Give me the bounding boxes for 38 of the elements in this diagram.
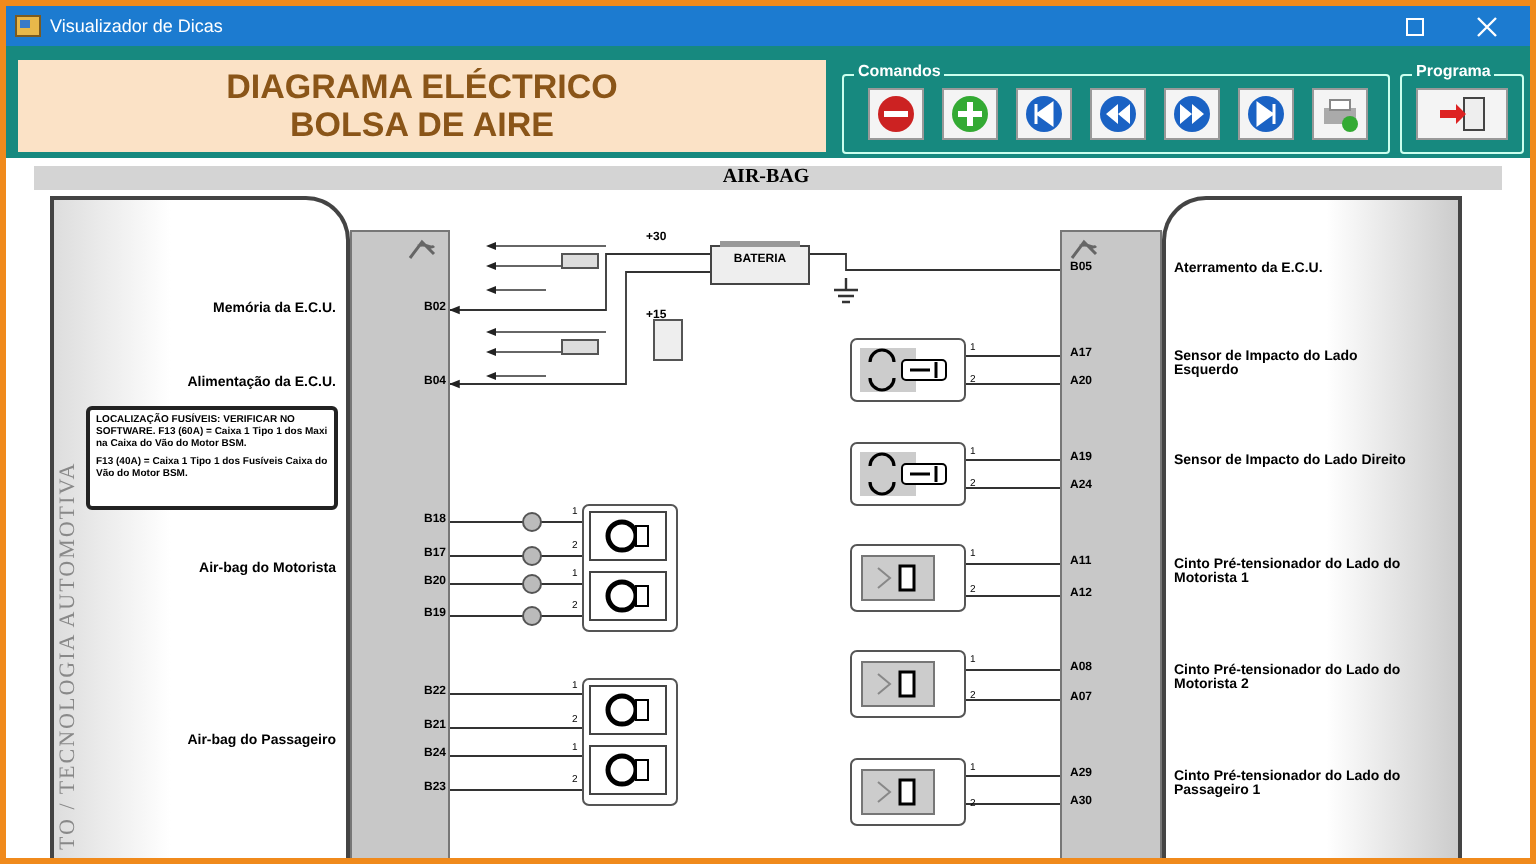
wire	[965, 803, 1061, 805]
wire	[449, 727, 583, 729]
battery-symbol	[710, 240, 810, 286]
wire	[449, 789, 583, 791]
wire	[965, 699, 1061, 701]
wire	[448, 253, 711, 315]
wire	[449, 755, 583, 757]
impact-sensor-drawing	[850, 442, 966, 506]
wire	[965, 355, 1061, 357]
wire	[449, 583, 583, 585]
pretensioner-drawing	[850, 650, 966, 718]
wire	[449, 693, 583, 695]
wire	[965, 487, 1061, 489]
connector-block	[350, 230, 450, 858]
connector-block	[1060, 230, 1162, 858]
wire	[965, 775, 1061, 777]
section-header: AIR-BAG	[720, 166, 812, 188]
wire	[965, 459, 1061, 461]
wire	[965, 563, 1061, 565]
wire	[448, 271, 711, 389]
diagram-title: DIAGRAMA ELÉCTRICO BOLSA DE AIRE	[18, 60, 826, 152]
wire	[449, 521, 583, 523]
pretensioner-drawing	[850, 544, 966, 612]
wire	[449, 615, 583, 617]
pretensioner-drawing	[850, 758, 966, 826]
note-box	[86, 406, 338, 510]
wire	[965, 383, 1061, 385]
airbag-module-drawing	[582, 504, 678, 632]
wire	[965, 669, 1061, 671]
wire	[965, 595, 1061, 597]
wire	[809, 253, 1061, 271]
airbag-module-drawing	[582, 678, 678, 806]
side-banner-text: TO / TECNOLOGIA AUTOMOTIVA	[56, 459, 80, 850]
impact-sensor-drawing	[850, 338, 966, 402]
group-title: Programa	[1412, 62, 1495, 80]
wire	[449, 555, 583, 557]
group-title: Comandos	[854, 62, 945, 80]
window-title: Visualizador de Dicas	[50, 16, 225, 36]
